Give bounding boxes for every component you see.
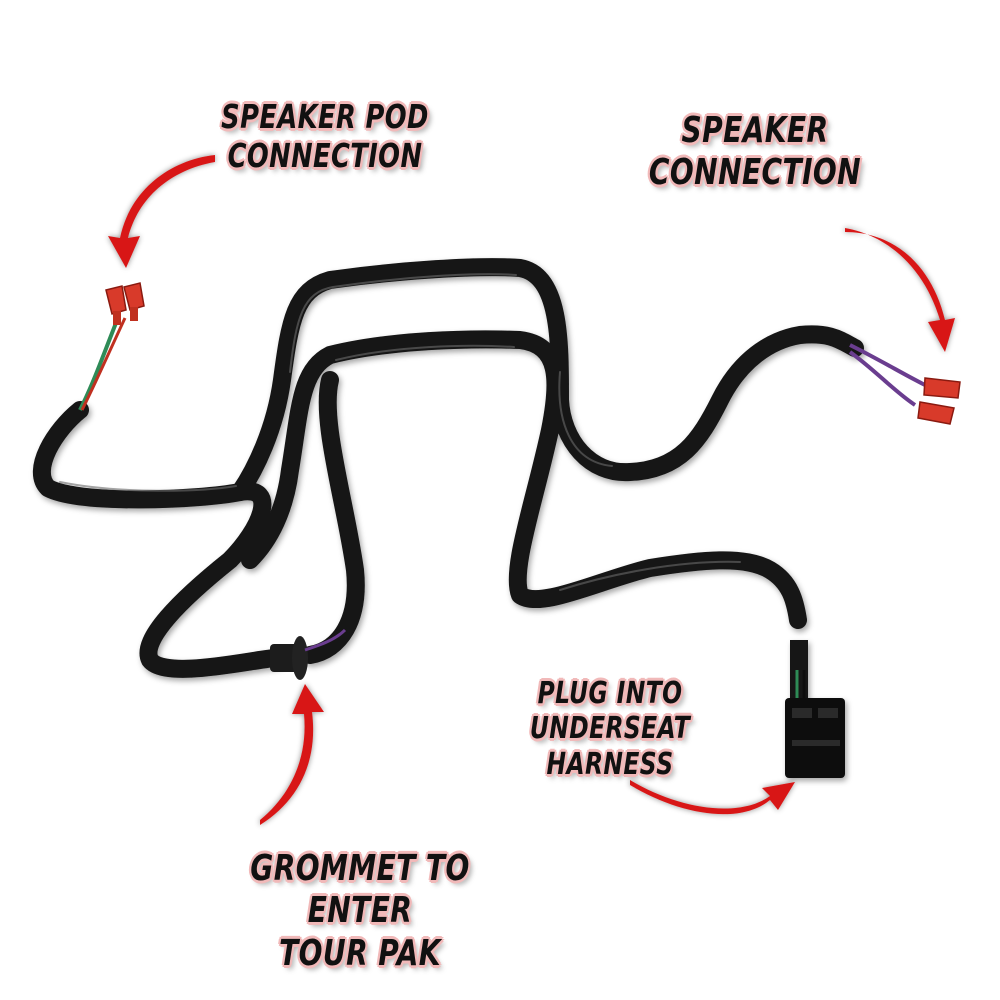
speaker-pod-label-line2: CONNECTION: [227, 135, 423, 175]
speaker-label-line1: SPEAKER: [681, 110, 829, 151]
grommet-label-line2: TOUR PAK: [279, 932, 441, 974]
cable-highlight: [59, 273, 741, 591]
speaker-pod-pigtail: [78, 282, 145, 411]
multi-pin-plug-icon: [785, 640, 845, 778]
harness-cable: [32, 258, 864, 678]
speaker-pigtail: [848, 343, 961, 425]
plug-label-line1: PLUG INTO UNDERSEAT: [529, 676, 691, 747]
grommet-label-line1: GROMMET TO ENTER: [250, 848, 470, 932]
plug-label-line2: HARNESS: [546, 746, 674, 782]
curved-arrow-icon: [108, 155, 955, 825]
grommet-label: GROMMET TO ENTER TOUR PAK: [212, 848, 508, 975]
spade-terminal-icon: [917, 377, 961, 425]
speaker-pod-label-line1: SPEAKER POD: [221, 97, 429, 136]
spade-terminal-icon: [105, 282, 145, 325]
underseat-harness-label: PLUG INTO UNDERSEAT HARNESS: [470, 676, 751, 782]
grommet-icon: [270, 628, 347, 680]
speaker-connection-label: SPEAKER CONNECTION: [642, 110, 868, 195]
speaker-pod-connection-label: SPEAKER POD CONNECTION: [212, 97, 438, 176]
speaker-label-line2: CONNECTION: [648, 152, 862, 194]
